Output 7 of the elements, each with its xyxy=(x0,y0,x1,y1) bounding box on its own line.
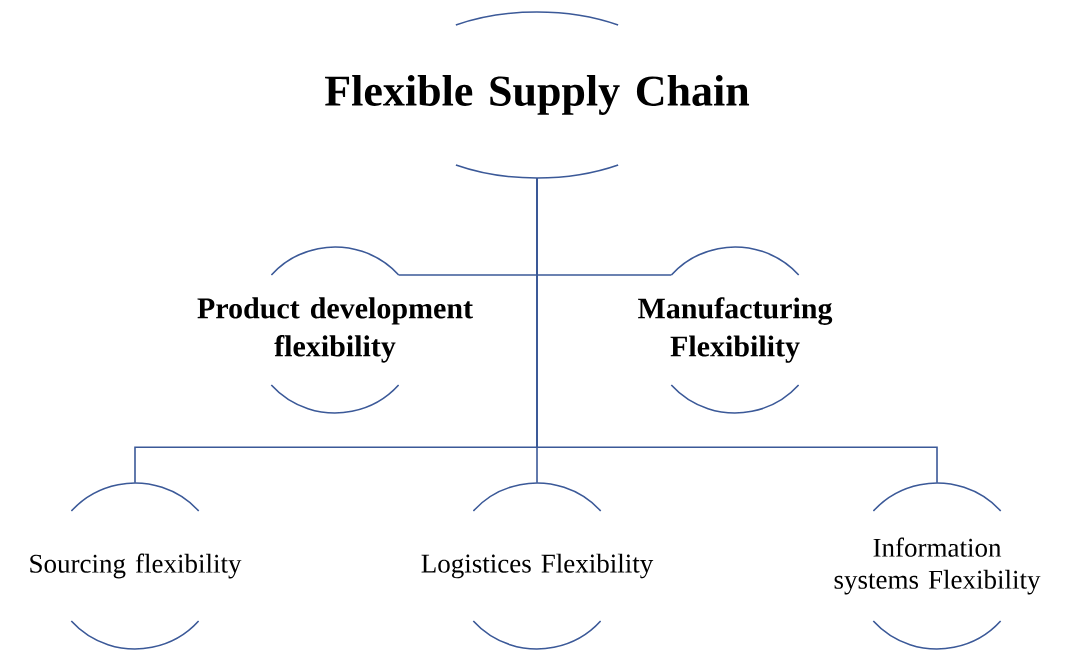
circle-node: Product development flexibility xyxy=(197,246,473,414)
circle-node: Manufacturing Flexibility xyxy=(638,246,833,414)
circle-node: Information systems Flexibility xyxy=(834,482,1041,650)
circle-node: Flexible Supply Chain xyxy=(325,11,750,179)
circle-node: Logistices Flexibility xyxy=(421,482,654,650)
connector xyxy=(536,177,938,484)
circle-node: Sourcing flexibility xyxy=(30,482,242,650)
